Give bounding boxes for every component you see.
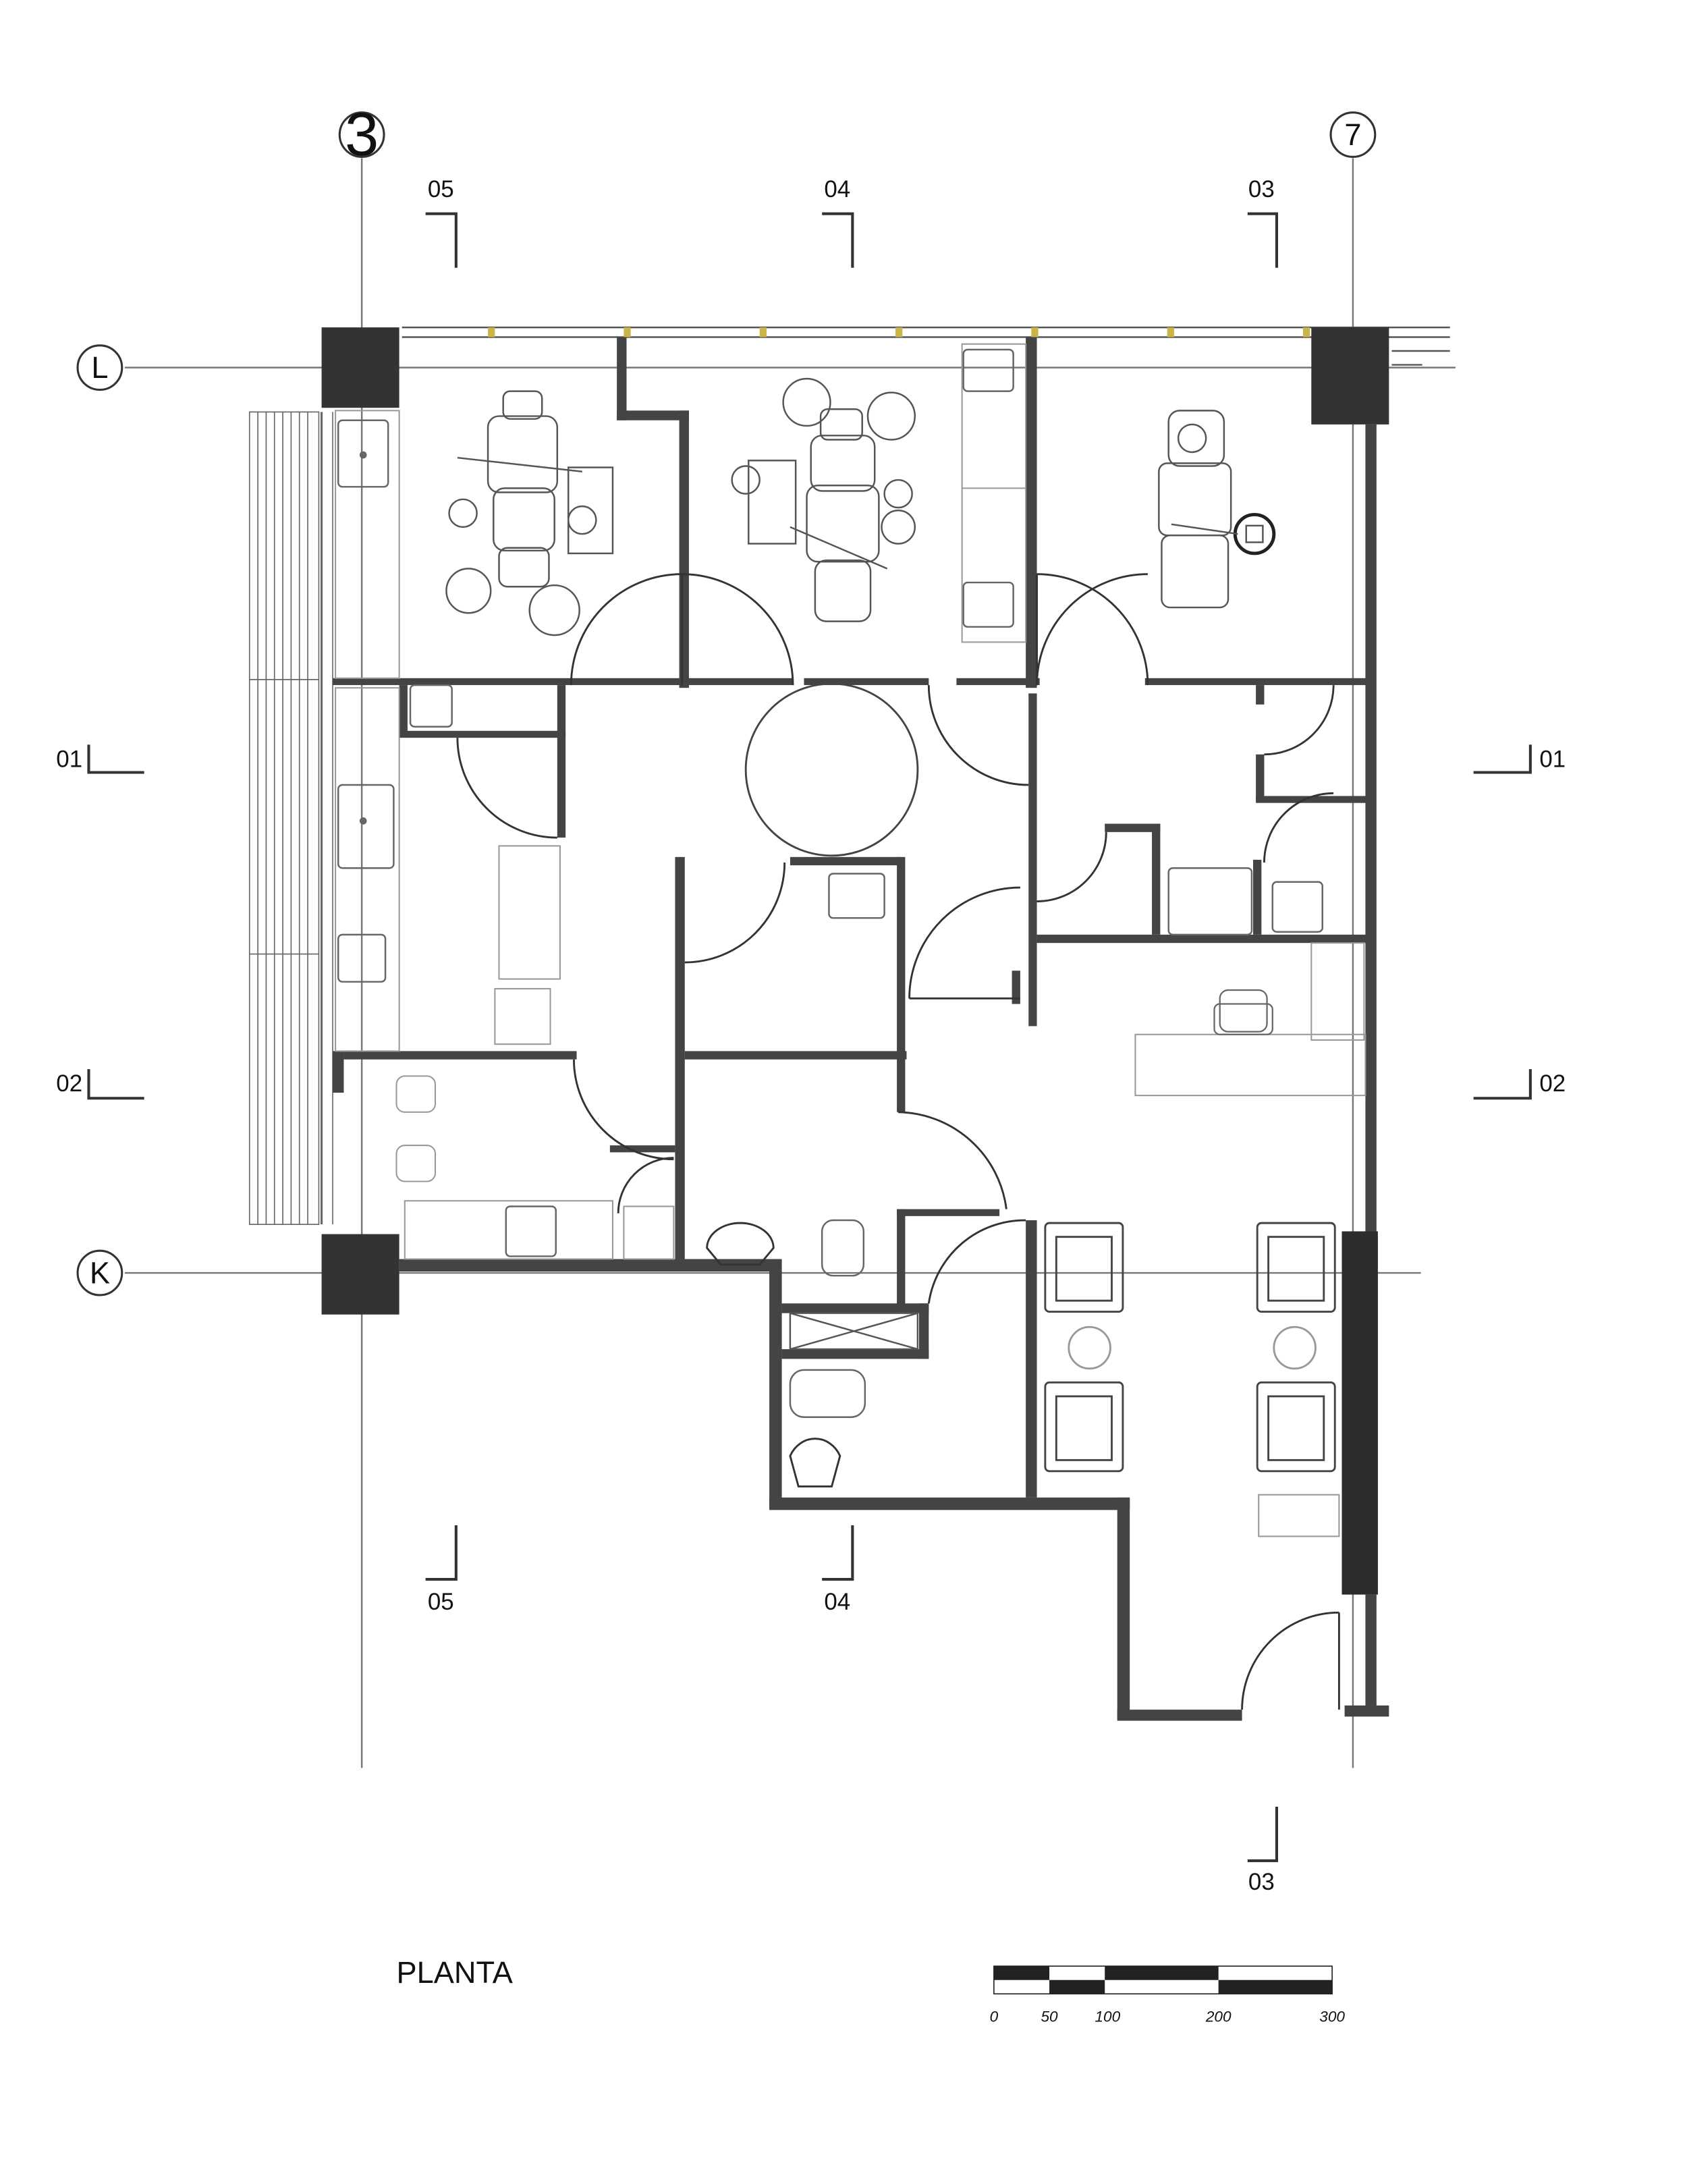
plan-title: PLANTA [397, 1955, 514, 1990]
turning-circle [744, 682, 919, 857]
scale-tick-300: 300 [1319, 2008, 1345, 2025]
treatment-chair [1158, 410, 1276, 609]
sinks [337, 348, 1323, 1418]
structural-columns [321, 327, 1389, 1315]
walls [333, 337, 1389, 1721]
dental-chair-1 [445, 390, 614, 636]
reception-chair [1213, 989, 1273, 1035]
section-label-top-03: 03 [1248, 176, 1275, 202]
shaft [789, 1312, 919, 1350]
facade-glazing [402, 326, 1450, 366]
svg-text:7: 7 [1344, 117, 1361, 152]
scale-tick-200: 200 [1205, 2008, 1232, 2025]
axis-bubble-K: K [76, 1249, 123, 1296]
scale-tick-0: 0 [990, 2008, 999, 2025]
svg-text:L: L [91, 350, 108, 385]
scale-labels: 0 50 100 200 300 [990, 2008, 1346, 2025]
section-label-top-05: 05 [428, 176, 454, 202]
waiting-armchairs [1044, 1222, 1336, 1473]
section-marks [87, 212, 1532, 1863]
doors [456, 573, 1340, 1710]
section-label-bottom-05: 05 [428, 1589, 454, 1615]
section-label-top-04: 04 [824, 176, 850, 202]
scale-tick-50: 50 [1041, 2008, 1058, 2025]
section-label-left-01: 01 [56, 746, 82, 772]
dental-chair-2 [731, 377, 916, 622]
axis-bubble-7: 7 [1329, 111, 1377, 158]
section-label-right-01: 01 [1539, 746, 1566, 772]
section-label-right-02: 02 [1539, 1070, 1566, 1097]
axis-bubble-L: L [76, 344, 123, 391]
section-label-bottom-03: 03 [1248, 1869, 1275, 1895]
west-louvers [248, 411, 333, 1226]
section-label-bottom-04: 04 [824, 1589, 850, 1615]
facade-mullions [488, 327, 1310, 337]
east-panel [1342, 1231, 1378, 1595]
svg-text:3: 3 [345, 101, 379, 169]
section-labels: 05 04 03 05 04 03 01 02 01 02 [56, 176, 1566, 1895]
urinals [706, 1222, 841, 1487]
svg-text:K: K [90, 1256, 110, 1290]
lounge-chairs [395, 1075, 437, 1182]
scale-tick-100: 100 [1095, 2008, 1120, 2025]
scale-bar [993, 1965, 1333, 1995]
section-label-left-02: 02 [56, 1070, 82, 1097]
axis-bubble-3: 3 [338, 101, 385, 169]
